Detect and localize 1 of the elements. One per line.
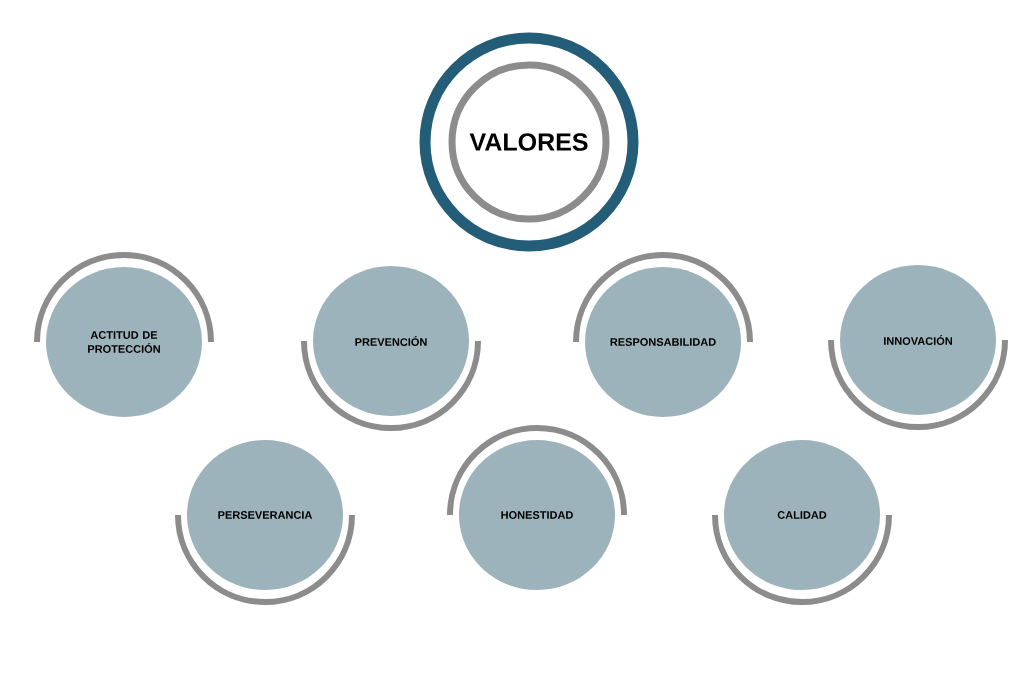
title-ring: VALORES [419,32,639,252]
